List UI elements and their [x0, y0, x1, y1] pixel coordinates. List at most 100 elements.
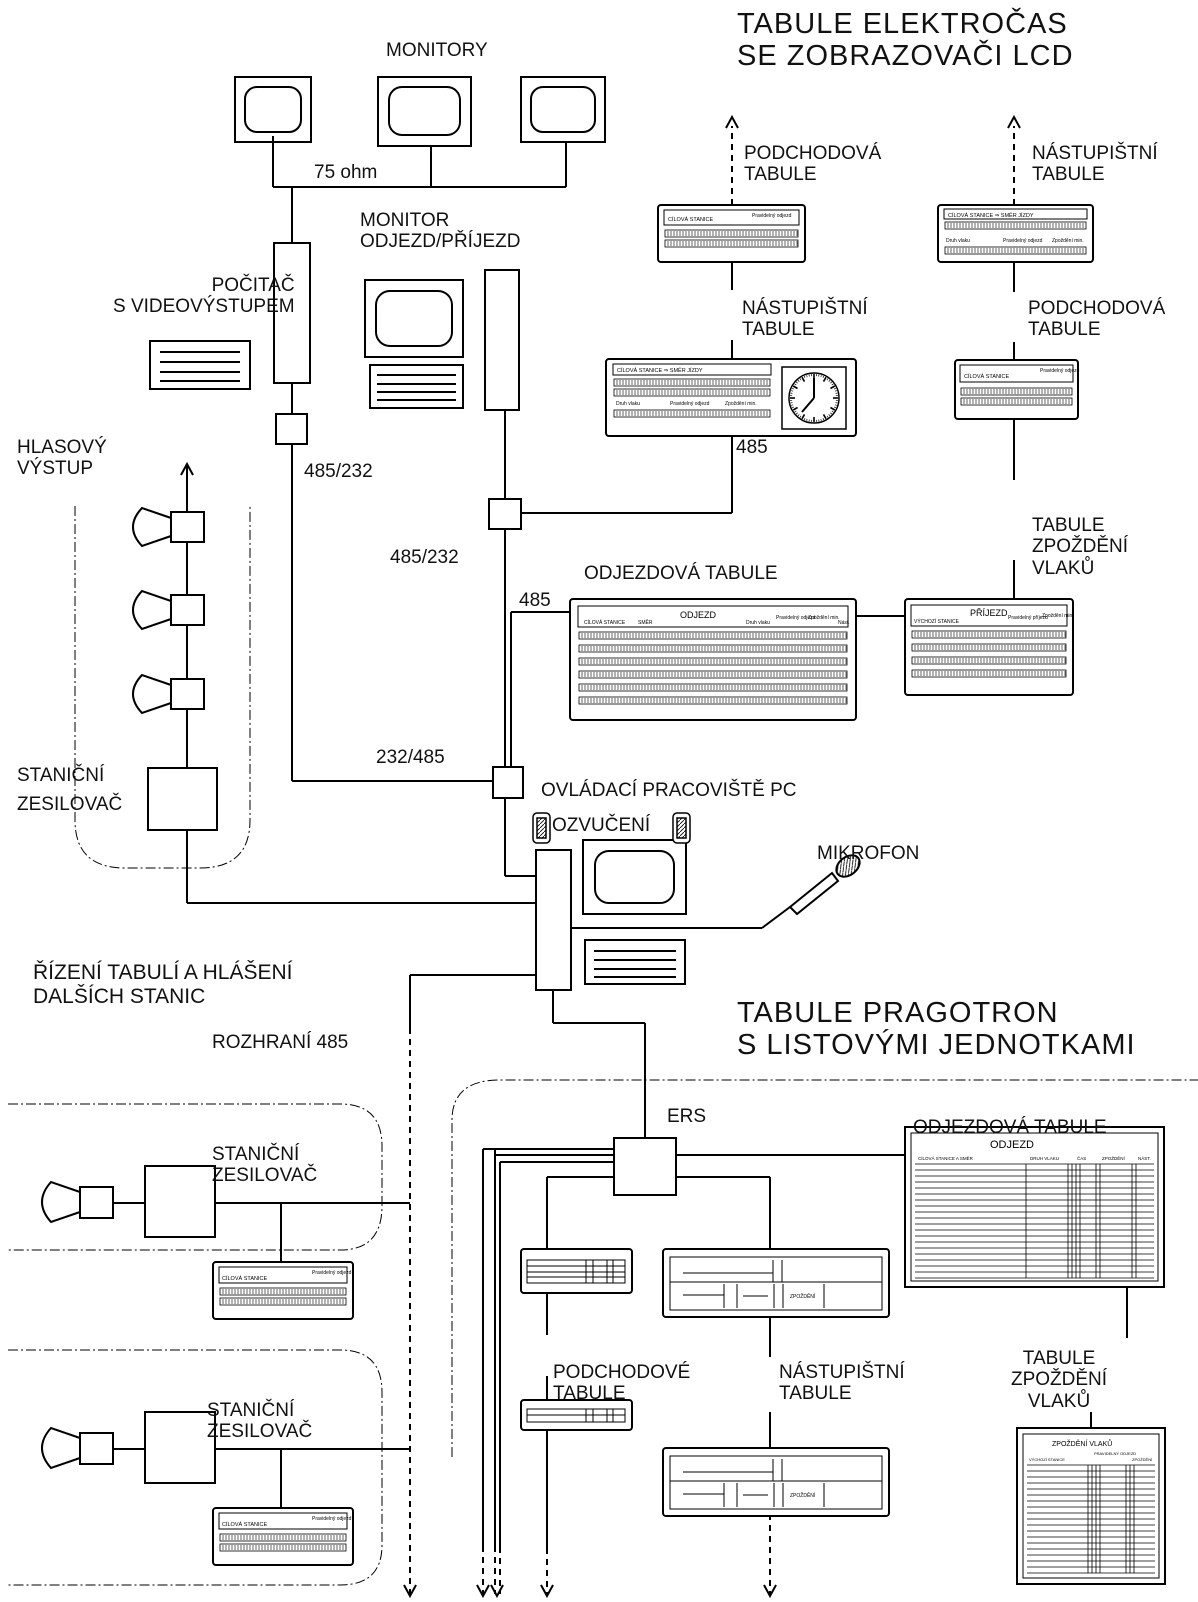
lcd-board-nastupistni-clock: CÍLOVÁ STANICE ⇒ SMĚR JÍZDY Druh vlaku P… — [605, 358, 857, 437]
lcd-segments — [963, 399, 1070, 404]
svg-text:Pravidelný odjezd: Pravidelný odjezd — [1003, 238, 1043, 244]
lcd-segments — [914, 658, 1066, 663]
clock-tick — [795, 381, 798, 384]
svg-text:SMĚR: SMĚR — [638, 618, 653, 626]
clock-tick — [799, 378, 802, 381]
svg-text:ZPOŽDĚNÍ: ZPOŽDĚNÍ — [1102, 1154, 1126, 1161]
lcd-row — [664, 239, 799, 248]
clock-tick — [834, 390, 837, 392]
svg-text:Pravidelný odjezd: Pravidelný odjezd — [312, 1516, 352, 1522]
pc-speaker-icon — [672, 812, 691, 844]
lcd-segments — [963, 389, 1070, 394]
flap-grid — [915, 1163, 1154, 1279]
label-podchodove-tabule: PODCHODOVÉ TABULE — [553, 1362, 691, 1405]
pragotron-podchodova-1 — [520, 1248, 633, 1294]
svg-text:CÍLOVÁ STANICE: CÍLOVÁ STANICE — [584, 619, 626, 626]
label-bus-232-485: 232/485 — [376, 747, 445, 768]
pragotron-nastupistni-2 — [662, 1447, 890, 1517]
label-ovladaci-pracoviste: OVLÁDACÍ PRACOVIŠTĚ PC — [541, 780, 797, 801]
label-stanicni-zesilovac-2: STANIČNÍ ZESILOVAČ — [207, 1400, 313, 1443]
svg-text:CÍLOVÁ STANICE A SMĚR: CÍLOVÁ STANICE A SMĚR — [918, 1154, 974, 1161]
lcd-segments — [581, 698, 847, 703]
label-bus-485-a: 485 — [736, 437, 768, 458]
clock-tick — [792, 385, 798, 390]
clock-tick — [834, 404, 837, 406]
label-bus-485-232-b: 485/232 — [390, 547, 459, 568]
clock-tick — [822, 375, 825, 379]
clock-tick — [826, 415, 829, 418]
lcd-row — [613, 409, 771, 418]
speaker-icon — [41, 1180, 114, 1224]
clock-ticks — [790, 374, 838, 422]
clock-tick — [822, 376, 827, 382]
lcd-board-prijezd: PŘÍJEZD VÝCHOZÍ STANICE Pravidelný příje… — [904, 598, 1074, 696]
svg-text:Druh vlaku: Druh vlaku — [746, 620, 770, 626]
lcd-segments — [914, 645, 1066, 650]
svg-text:CÍLOVÁ STANICE: CÍLOVÁ STANICE — [964, 373, 1009, 380]
svg-text:CÍLOVÁ STANICE ⇒ SMĚR JÍZDY: CÍLOVÁ STANICE ⇒ SMĚR JÍZDY — [617, 366, 703, 374]
pragotron-nastupistni-1 — [662, 1248, 890, 1318]
label-monitor-odjezd-prijezd: MONITOR ODJEZD/PŘÍJEZD — [360, 210, 521, 253]
lcd-section-title: TABULE ELEKTROČAS SE ZOBRAZOVAČI LCD — [737, 8, 1074, 73]
svg-text:DRUH VLAKU: DRUH VLAKU — [1030, 1156, 1059, 1161]
lcd-segments — [914, 671, 1066, 676]
pragotron-odjezdova: ODJEZD CÍLOVÁ STANICE A SMĚR DRUH VLAKU … — [904, 1126, 1165, 1288]
lcd-row — [578, 670, 848, 679]
speaker-icon — [132, 589, 205, 631]
speaker-icon — [132, 673, 205, 715]
svg-text:Pravidelný odjezd: Pravidelný odjezd — [670, 401, 710, 407]
label-75-ohm: 75 ohm — [314, 162, 378, 183]
board-label: ZPOŽDĚNÍ — [790, 1292, 816, 1300]
monitor-1 — [234, 76, 312, 143]
svg-text:Zpoždění min.: Zpoždění min. — [725, 401, 757, 407]
svg-text:PŘÍJEZD: PŘÍJEZD — [970, 608, 1008, 618]
label-hlasovy-vystup: HLASOVÝ VÝSTUP — [17, 437, 107, 480]
arrowheads — [180, 114, 1021, 1599]
clock-tick — [831, 410, 834, 413]
label-mikrofon: MIKROFON — [817, 843, 920, 864]
region-outlines — [8, 506, 1198, 1586]
label-ozvuceni: OZVUČENÍ — [552, 815, 651, 836]
label-odjezdova-lcd: ODJEZDOVÁ TABULE — [584, 563, 778, 584]
label-odjezdova-pragotron: ODJEZDOVÁ TABULE — [913, 1117, 1107, 1138]
lcd-segments — [914, 632, 1066, 637]
speaker-icon — [41, 1426, 114, 1470]
clock-tick — [806, 375, 808, 378]
svg-text:ODJEZD: ODJEZD — [680, 610, 717, 620]
svg-text:CÍLOVÁ STANICE ⇒ SMĚR JÍZDY: CÍLOVÁ STANICE ⇒ SMĚR JÍZDY — [948, 211, 1034, 219]
clock-tick — [791, 390, 794, 392]
svg-text:CÍLOVÁ STANICE: CÍLOVÁ STANICE — [668, 216, 713, 223]
monitor-2 — [377, 76, 472, 147]
monitor-3 — [520, 76, 606, 143]
pc-speaker-icon — [532, 812, 551, 844]
clock-tick — [801, 376, 806, 382]
svg-text:Zpoždění min.: Zpoždění min. — [1052, 238, 1084, 244]
clock-tick — [806, 418, 808, 421]
label-zpozdeni-top: TABULE ZPOŽDĚNÍ VLAKŮ — [1032, 515, 1129, 579]
lcd-board-podchodova-mid: CÍLOVÁ STANICE Pravidelný odjezd — [954, 359, 1080, 420]
svg-text:Druh vlaku: Druh vlaku — [946, 238, 970, 244]
lcd-row — [578, 696, 848, 705]
lcd-row — [219, 1543, 347, 1552]
label-nastupistni-mid: NÁSTUPIŠTNÍ TABULE — [742, 298, 868, 341]
lcd-row — [960, 387, 1073, 396]
lcd-board-station-2: CÍLOVÁ STANICE Pravidelný odjezd — [212, 1507, 354, 1566]
svg-text:Pravidelný odjezd: Pravidelný odjezd — [776, 615, 816, 621]
converter-485-232-mid — [488, 498, 522, 530]
pragotron-odjezdova-grid — [915, 1163, 1154, 1279]
lcd-segments — [667, 231, 798, 236]
clock-tick — [820, 375, 822, 378]
clock-tick — [791, 387, 795, 390]
lcd-row — [578, 657, 848, 666]
clock-tick — [797, 379, 800, 382]
converter-485-232-left — [275, 413, 308, 445]
clock-tick — [831, 383, 834, 386]
svg-text:ČAS: ČAS — [1077, 1155, 1086, 1161]
svg-text:CÍLOVÁ STANICE: CÍLOVÁ STANICE — [222, 1521, 267, 1528]
lcd-row — [219, 1287, 347, 1296]
lcd-row — [578, 683, 848, 692]
label-podchodova-top: PODCHODOVÁ TABULE — [744, 143, 882, 186]
clock-tick — [833, 406, 837, 409]
lcd-row — [578, 631, 848, 640]
